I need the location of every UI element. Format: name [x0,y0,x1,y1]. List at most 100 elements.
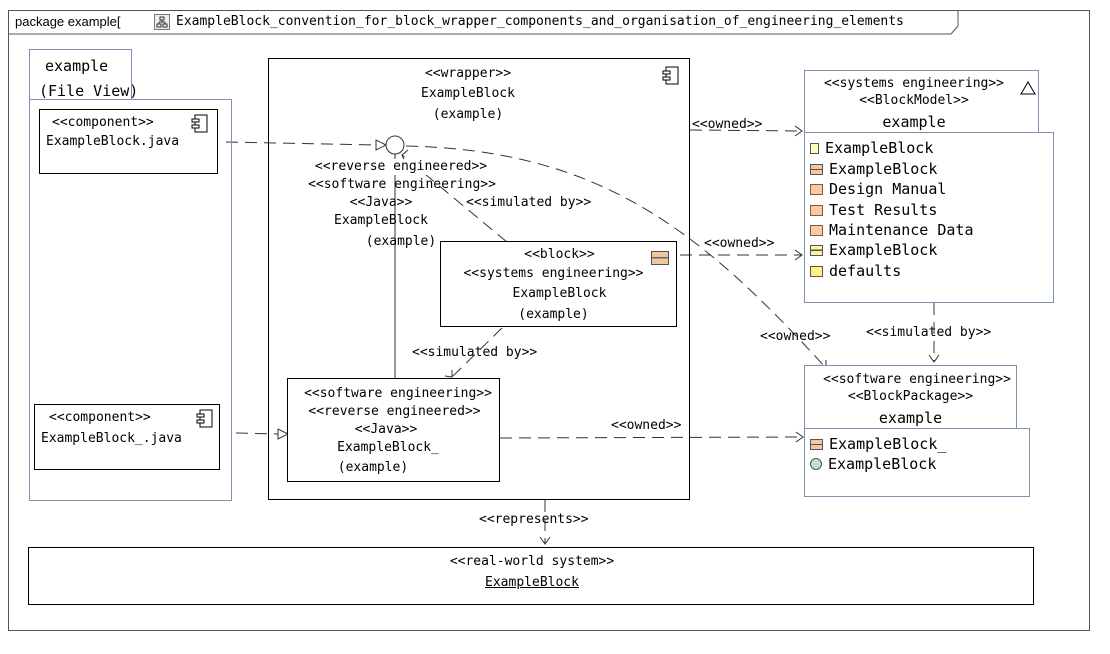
file-view-package[interactable]: example (File View) [29,49,232,501]
file-view-name: example [45,57,109,75]
component-name: ExampleBlock.java [46,134,180,149]
interface-name: ExampleBlock [334,213,428,228]
real-stereotype: <<real-world system>> [449,554,615,569]
pkg-tab [804,365,1017,429]
software-engineering-block[interactable]: <<software engineering>> <<reverse engin… [287,378,500,482]
component-icon [810,142,819,154]
package-diagram-icon [154,14,170,30]
model-item[interactable]: defaults [810,261,901,281]
model-item-label: Maintenance Data [829,221,974,239]
pkg-body [804,428,1030,497]
simulated-by-label-1: <<simulated by>> [466,195,592,210]
component-stereotype: <<component>> [52,115,154,130]
diagram-title: ExampleBlock_convention_for_block_wrappe… [176,14,904,29]
real-name: ExampleBlock [485,575,579,590]
model-item-label: ExampleBlock [825,139,934,157]
wrapper-name: ExampleBlock [421,86,515,101]
model-triangle-icon [1020,81,1036,95]
block-icon [651,251,669,265]
model-item-label: ExampleBlock [829,241,938,259]
file-view-body [29,99,232,501]
owned-label-3: <<owned>> [760,329,831,344]
pkg-item[interactable]: ExampleBlock_ [810,434,946,454]
model-item[interactable]: ExampleBlock [810,240,937,260]
block-stereotype-1: <<block>> [524,247,595,262]
model-item[interactable]: ExampleBlock [810,138,933,158]
block-owner: (example) [518,307,589,322]
interface-block-icon [810,244,823,256]
interface-stereotype-2: <<software engineering>> [308,177,496,192]
simulated-by-arrowhead-3 [928,354,940,363]
simulated-by-line-1 [401,154,508,243]
sw-block-owner: (example) [337,460,409,475]
model-stereotype-2: <<BlockModel>> [859,93,969,108]
sw-block-stereotype-3: <<Java>> [354,422,418,437]
model-item-label: defaults [829,262,902,280]
model-item[interactable]: ExampleBlock [810,159,937,179]
pkg-stereotype-2: <<BlockPackage>> [847,389,974,404]
component-name: ExampleBlock_.java [41,431,182,446]
realization-arrowhead-1 [375,139,388,151]
systems-engineering-block[interactable]: <<block>> <<systems engineering>> Exampl… [440,241,677,327]
pkg-item[interactable]: ExampleBlock [810,454,936,474]
component-examplerblock-java[interactable]: <<component>> ExampleBlock.java [39,109,218,174]
interface-owner: (example) [365,234,437,249]
model-item-label: ExampleBlock [829,160,938,178]
simulated-by-arrowhead-2 [444,370,453,378]
component-examplerblock_-java[interactable]: <<component>> ExampleBlock_.java [34,404,220,470]
simulated-by-label-2: <<simulated by>> [412,345,538,360]
block-package[interactable]: <<software engineering>> <<BlockPackage>… [804,365,1030,497]
pkg-stereotype-1: <<software engineering>> [823,372,1011,387]
sw-block-stereotype-1: <<software engineering>> [304,386,492,401]
diagram-frame [8,10,1090,631]
realization-line-2 [235,432,279,435]
model-item[interactable]: Test Results [810,200,937,220]
interface-stereotype-3: <<Java>> [349,195,413,210]
model-item[interactable]: Maintenance Data [810,220,974,240]
model-item[interactable]: Design Manual [810,179,946,199]
owned-line-3 [499,436,804,439]
owned-arrowhead-1 [794,125,803,137]
block-stereotype-2: <<systems engineering>> [463,266,644,281]
real-world-system[interactable]: <<real-world system>> ExampleBlock [28,547,1034,605]
model-item-label: Design Manual [829,180,947,198]
component-icon [196,409,214,433]
wrapper-component[interactable] [268,58,690,500]
header-prefix: package example[ [15,14,121,29]
file-view-subtitle: (File View) [39,82,139,100]
wrapper-owner: (example) [432,107,504,122]
model-body [804,132,1054,303]
model-item-label: Test Results [829,201,938,219]
owned-arrowhead-2 [794,249,803,261]
sw-block-stereotype-2: <<reverse engineered>> [308,404,481,419]
document-icon [810,183,823,195]
owned-arrowhead-3 [795,431,804,443]
block-model-package[interactable]: <<systems engineering>> <<BlockModel>> e… [804,70,1054,303]
pkg-item-label: ExampleBlock [828,455,937,473]
interface-stereotype-1: <<reverse engineered>> [296,159,506,175]
model-stereotype-1: <<systems engineering>> [823,76,1004,91]
folder-icon [810,265,823,277]
document-icon [810,204,823,216]
pkg-item-label: ExampleBlock_ [829,435,947,453]
component-icon [662,66,680,90]
represents-label: <<represents>> [479,512,589,527]
model-tab [804,70,1039,133]
simulated-by-label-3: <<simulated by>> [866,325,992,340]
owned-label-2: <<owned>> [704,236,775,251]
represents-arrowhead [539,536,551,545]
owned-curve [405,145,827,369]
sw-block-name: ExampleBlock_ [337,440,439,455]
header-tab-outline [8,10,959,35]
pkg-name: example [878,409,943,427]
diagram-header: package example[ ExampleBlock_convention… [8,10,959,35]
document-icon [810,224,823,236]
simulated-by-line-2 [451,327,503,378]
model-name: example [882,113,946,131]
wrapper-stereotype: <<wrapper>> [424,66,512,81]
realization-arrowhead-2 [277,428,290,440]
component-icon [191,114,209,138]
realization-line-1 [225,141,377,146]
block-icon [810,163,823,175]
